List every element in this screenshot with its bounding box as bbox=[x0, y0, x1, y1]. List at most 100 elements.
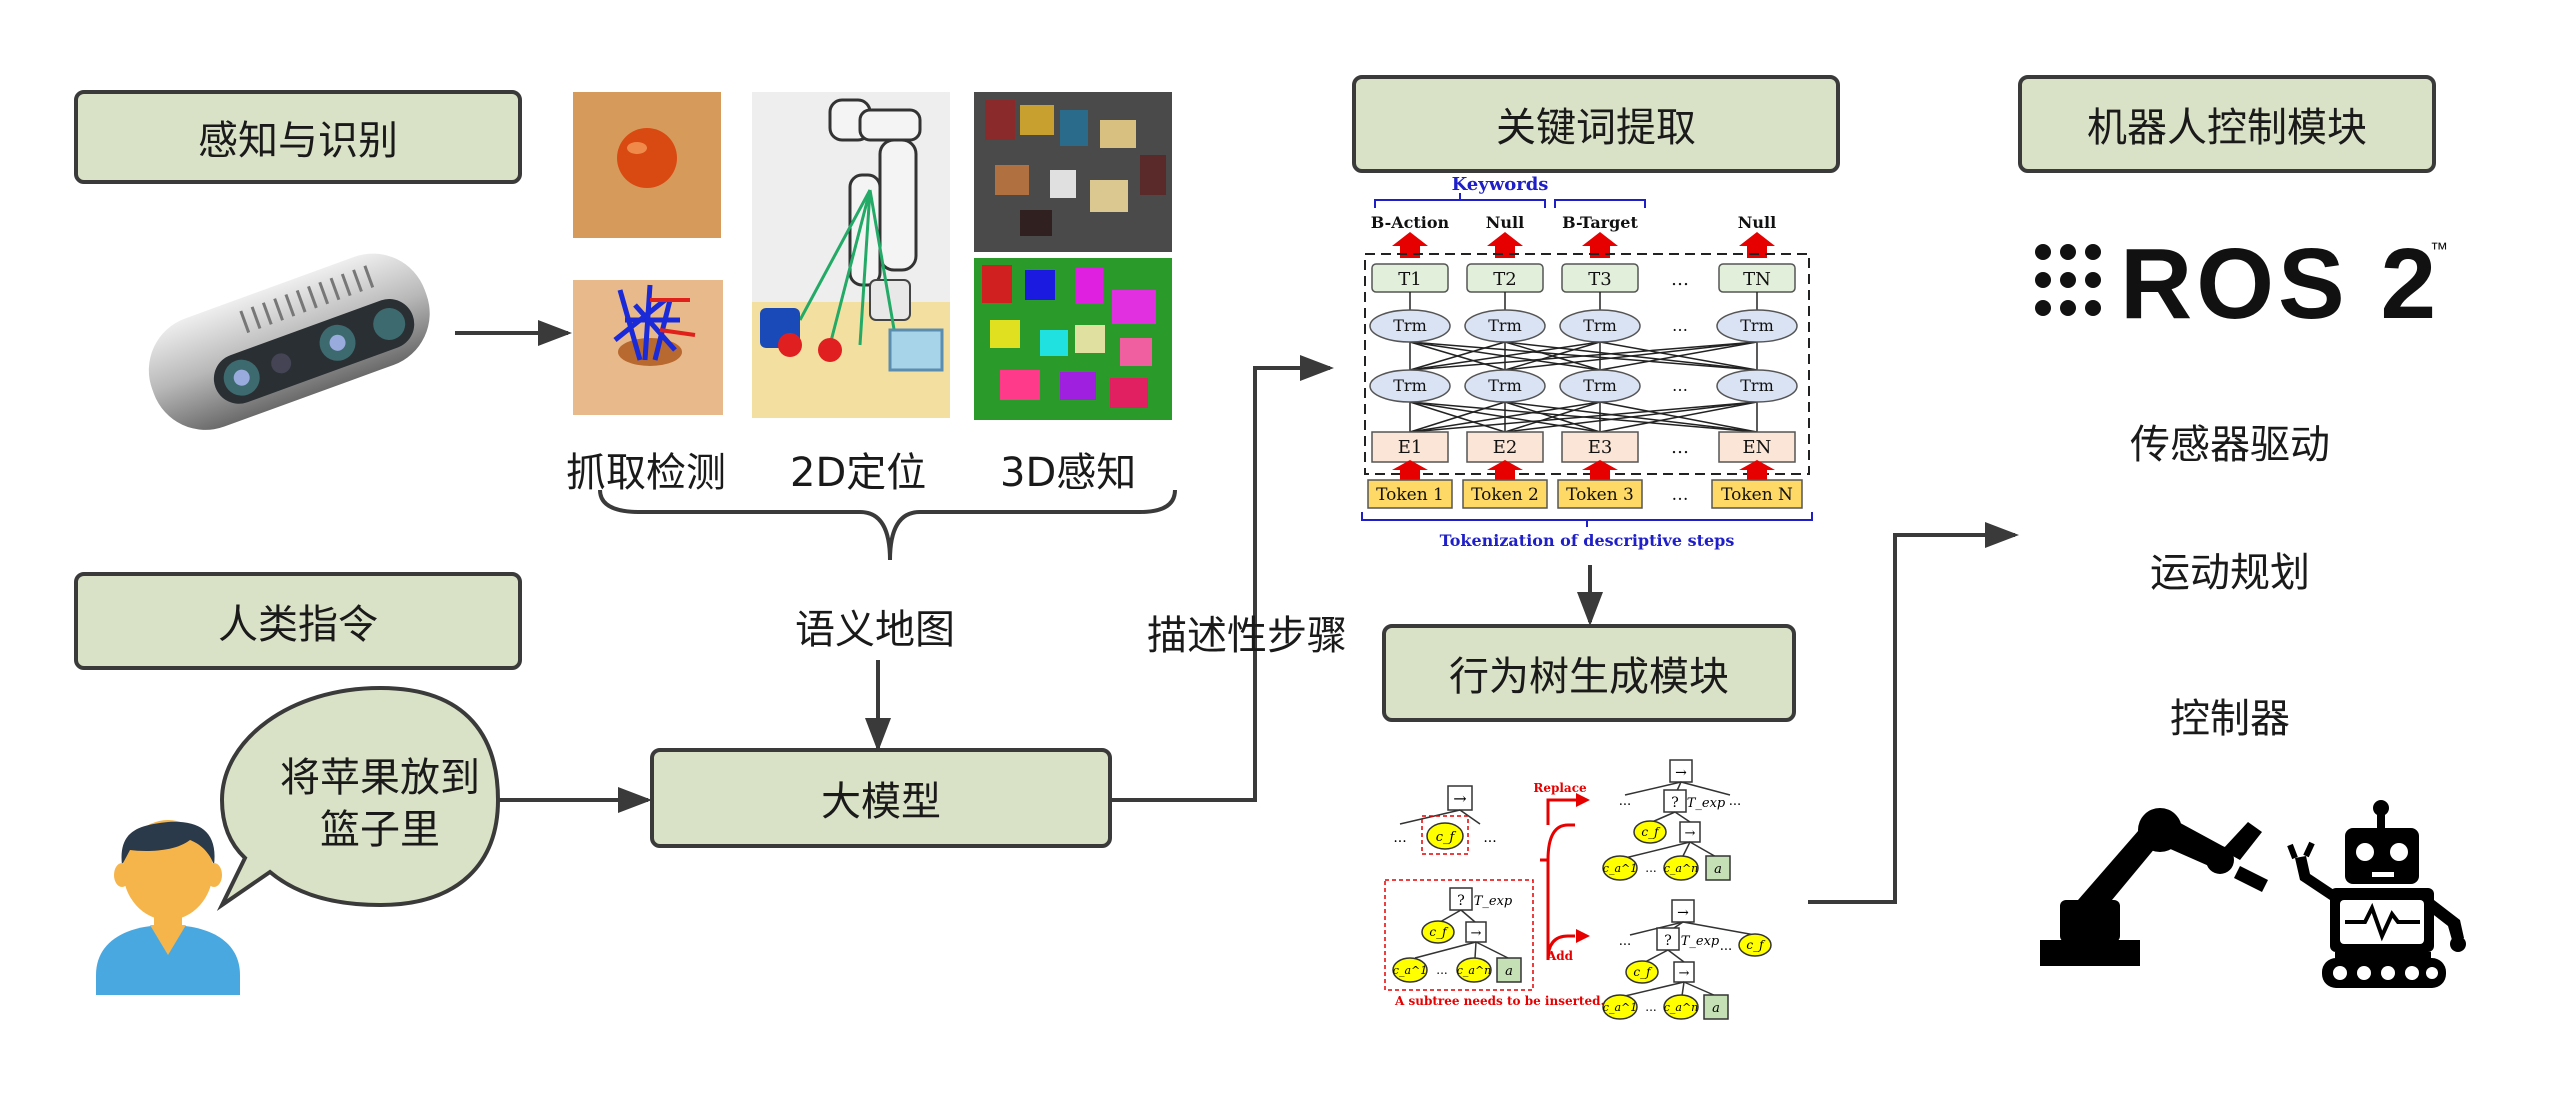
svg-text:…: … bbox=[1671, 437, 1689, 458]
speech-text: 将苹果放到 篮子里 bbox=[240, 752, 520, 856]
human-command-box: 人类指令 bbox=[74, 572, 522, 670]
svg-text:Trm: Trm bbox=[1393, 376, 1427, 395]
t-1: T1 bbox=[1398, 269, 1421, 290]
localization-lines bbox=[798, 189, 897, 346]
perception-label: 感知与识别 bbox=[198, 118, 398, 164]
svg-text:→: → bbox=[1685, 826, 1696, 841]
tokenization-caption: Tokenization of descriptive steps bbox=[1440, 531, 1735, 550]
svg-text:Trm: Trm bbox=[1583, 376, 1617, 395]
bt-module-box: 行为树生成模块 bbox=[1382, 624, 1796, 722]
t-ellipsis: … bbox=[1671, 269, 1689, 290]
svg-text:→: → bbox=[1677, 905, 1689, 921]
output-arrows bbox=[1392, 232, 1775, 258]
tag-1: B-Action bbox=[1371, 213, 1450, 232]
tag-row: B-Action Null B-Target Null bbox=[1371, 213, 1776, 232]
tag-4: Null bbox=[1738, 213, 1776, 232]
perception-3d-label: 3D感知 bbox=[1000, 450, 1137, 496]
e-3: E3 bbox=[1588, 437, 1613, 458]
svg-text:Trm: Trm bbox=[1740, 316, 1774, 335]
svg-text:T_exp: T_exp bbox=[1474, 894, 1513, 909]
svg-text:Trm: Trm bbox=[1488, 316, 1522, 335]
svg-text:c_f: c_f bbox=[1436, 830, 1457, 845]
bt-module-label: 行为树生成模块 bbox=[1449, 654, 1729, 700]
svg-text:→: → bbox=[1471, 926, 1482, 941]
svg-text:...: ... bbox=[1645, 861, 1656, 875]
token-3: Token 3 bbox=[1566, 485, 1634, 505]
perception-box: 感知与识别 bbox=[74, 90, 522, 184]
svg-text:c_a^1: c_a^1 bbox=[1393, 964, 1427, 977]
keywords-title: Keywords bbox=[1452, 174, 1549, 195]
add-label: Add bbox=[1546, 949, 1574, 963]
svg-text:→: → bbox=[1675, 765, 1687, 781]
svg-text:c_a^1: c_a^1 bbox=[1603, 862, 1637, 875]
svg-text:a: a bbox=[1712, 1001, 1720, 1016]
input-arrows bbox=[1392, 460, 1775, 480]
svg-text:c_f: c_f bbox=[1633, 965, 1653, 979]
semantic-map-label: 语义地图 bbox=[795, 607, 955, 653]
ros-item-controller: 控制器 bbox=[2170, 696, 2290, 742]
trm-nodes bbox=[1369, 309, 1798, 403]
svg-text:→: → bbox=[1679, 966, 1690, 981]
svg-text:?: ? bbox=[1664, 933, 1672, 949]
replace-label: Replace bbox=[1533, 781, 1587, 795]
svg-text:...: ... bbox=[1619, 794, 1631, 809]
svg-text:c_a^n: c_a^n bbox=[1457, 964, 1492, 977]
scene-objects bbox=[985, 100, 1166, 236]
svg-text:…: … bbox=[1672, 376, 1688, 395]
grasp-detection-label: 抓取检测 bbox=[566, 450, 726, 496]
llm-box: 大模型 bbox=[650, 748, 1112, 848]
speech-line-1: 将苹果放到 bbox=[280, 755, 480, 801]
arrow-bt-to-robot bbox=[1808, 522, 2019, 904]
speech-line-2: 篮子里 bbox=[320, 807, 440, 853]
ros-item-sensor-driver: 传感器驱动 bbox=[2130, 422, 2330, 468]
svg-text:...: ... bbox=[1619, 934, 1631, 949]
svg-text:...: ... bbox=[1436, 963, 1447, 977]
e-1: E1 bbox=[1398, 437, 1423, 458]
svg-text:c_a^1: c_a^1 bbox=[1603, 1001, 1637, 1014]
svg-text:→: → bbox=[1453, 789, 1466, 808]
svg-text:a: a bbox=[1505, 964, 1513, 979]
grasp-poses-icon bbox=[613, 284, 680, 361]
svg-text:Trm: Trm bbox=[1583, 316, 1617, 335]
localization-2d-label: 2D定位 bbox=[790, 450, 927, 496]
human-command-label: 人类指令 bbox=[218, 602, 378, 648]
ros-wordmark: ROS 2 bbox=[2120, 228, 2440, 340]
token-1: Token 1 bbox=[1376, 485, 1444, 505]
arrow-llm-to-keywords bbox=[1110, 355, 1334, 802]
token-row: Token 1 Token 2 Token 3 Token N … bbox=[1367, 479, 1803, 509]
svg-text:c_f: c_f bbox=[1641, 825, 1661, 839]
token-2: Token 2 bbox=[1471, 485, 1539, 505]
tag-2: Null bbox=[1486, 213, 1524, 232]
attention-lines bbox=[1409, 292, 1758, 433]
svg-text:Trm: Trm bbox=[1488, 376, 1522, 395]
t-row: T1 T2 T3 TN … bbox=[1371, 263, 1796, 293]
svg-text:…: … bbox=[1672, 316, 1688, 335]
t-n: TN bbox=[1743, 269, 1771, 290]
subtree-note: A subtree needs to be inserted. bbox=[1394, 994, 1605, 1008]
svg-text:T_exp: T_exp bbox=[1687, 796, 1726, 811]
llm-label: 大模型 bbox=[821, 779, 941, 825]
svg-text:?: ? bbox=[1671, 795, 1679, 811]
semantic-brace bbox=[598, 489, 1177, 561]
svg-text:...: ... bbox=[1483, 830, 1496, 846]
svg-text:c_f: c_f bbox=[1746, 938, 1766, 952]
t-2: T2 bbox=[1493, 269, 1516, 290]
e-row: E1 E2 E3 EN … bbox=[1371, 431, 1796, 463]
svg-text:c_a^n: c_a^n bbox=[1664, 1001, 1699, 1014]
svg-text:T_exp: T_exp bbox=[1681, 934, 1720, 949]
keyword-extraction-box: 关键词提取 bbox=[1352, 75, 1840, 173]
svg-text:…: … bbox=[1672, 485, 1689, 505]
svg-text:a: a bbox=[1714, 862, 1722, 877]
t-3: T3 bbox=[1588, 269, 1611, 290]
ros-trademark: ™ bbox=[2430, 239, 2448, 259]
ros-dots-icon bbox=[2035, 244, 2101, 316]
keyword-extraction-label: 关键词提取 bbox=[1496, 105, 1696, 151]
descriptive-steps-label: 描述性步骤 bbox=[1147, 613, 1347, 659]
svg-text:...: ... bbox=[1729, 794, 1741, 809]
